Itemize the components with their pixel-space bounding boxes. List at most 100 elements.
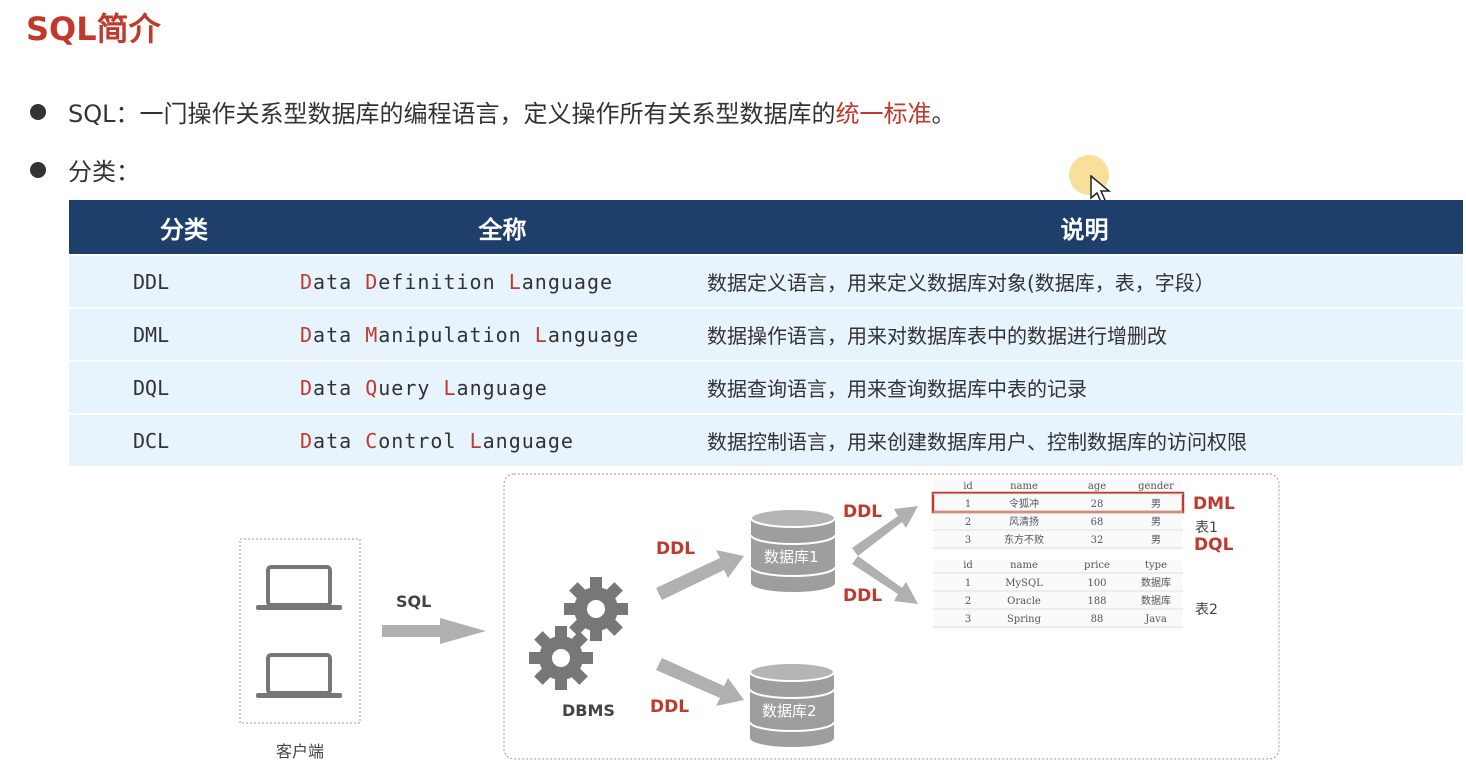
- bullet-classification: 分类：: [30, 152, 140, 187]
- sample-table-header: price: [1084, 560, 1110, 571]
- sample-table-cell: 风清扬: [1009, 515, 1039, 528]
- sample-table-cell: 数据库: [1141, 594, 1171, 607]
- laptop-icon: [256, 653, 342, 698]
- bullet-text: SQL：一门操作关系型数据库的编程语言，定义操作所有关系型数据库的: [68, 100, 836, 128]
- cell-description: 数据查询语言，用来查询数据库中表的记录: [706, 360, 1463, 414]
- sample-table-cell: Java: [1144, 614, 1167, 625]
- sample-table-header: age: [1088, 481, 1106, 492]
- full-name-initial: D: [300, 428, 314, 453]
- cell-abbreviation: DCL: [69, 413, 299, 466]
- table1-bg: [933, 480, 1183, 550]
- sample-table-cell: 令狐冲: [1009, 497, 1039, 510]
- ddl-label-db1: DDL: [656, 539, 696, 559]
- cell-full-name: Data Definition Language: [299, 254, 706, 308]
- bullet-text-end: 。: [931, 100, 956, 128]
- sample-table-cell: 东方不败: [1004, 533, 1044, 546]
- table1-label: 表1: [1195, 520, 1218, 536]
- gear-icon: [564, 577, 628, 641]
- sample-table-cell: 男: [1151, 498, 1161, 510]
- client-box: [239, 538, 361, 724]
- bullet-dot-icon: [30, 161, 46, 178]
- sample-table-cell: 88: [1091, 614, 1104, 625]
- sql-architecture-diagram: id name age gender 1 令狐冲 28 男 2 风清扬 68 男 3 东方不败 32 男 id n…: [239, 473, 1280, 760]
- table2-bg: [933, 560, 1183, 630]
- full-name-initial: L: [469, 428, 483, 453]
- full-name-rest: anipulation: [378, 322, 522, 347]
- full-name-initial: L: [443, 375, 457, 400]
- cell-description: 数据操作语言，用来对数据库表中的数据进行增删改: [706, 307, 1463, 361]
- cell-description: 数据控制语言，用来创建数据库用户、控制数据库的访问权限: [706, 413, 1463, 466]
- full-name-rest: ata: [313, 269, 353, 294]
- sample-table-header: gender: [1138, 481, 1174, 492]
- cell-description: 数据定义语言，用来定义数据库对象(数据库，表，字段）: [706, 254, 1463, 308]
- full-name-initial: D: [300, 322, 314, 347]
- bullet-highlight: 统一标准: [835, 100, 932, 128]
- sql-arrow-icon: [382, 618, 486, 644]
- bullet-text: 分类：: [68, 158, 140, 186]
- sample-table-header: name: [1010, 560, 1038, 571]
- bullet-sql-definition: SQL：一门操作关系型数据库的编程语言，定义操作所有关系型数据库的统一标准。: [30, 94, 956, 129]
- ddl-label-table2: DDL: [843, 586, 883, 606]
- sample-table-cell: 1: [965, 499, 971, 510]
- sample-table-cell: 32: [1091, 535, 1104, 546]
- sample-table-cell: MySQL: [1005, 578, 1043, 589]
- sample-table-header: name: [1010, 481, 1038, 492]
- sql-arrow-label: SQL: [396, 592, 432, 611]
- full-name-initial: Q: [365, 375, 379, 400]
- sample-table-cell: 68: [1091, 517, 1104, 528]
- full-name-rest: ata: [313, 428, 353, 453]
- full-name-rest: anguage: [456, 375, 548, 400]
- sample-table-cell: 100: [1087, 578, 1106, 589]
- full-name-initial: M: [365, 322, 379, 347]
- arrow-to-db1-icon: [656, 550, 744, 600]
- column-header: 全称: [299, 200, 706, 255]
- dql-label: DQL: [1194, 535, 1234, 555]
- full-name-rest: efinition: [378, 269, 496, 294]
- sample-table-cell: 188: [1087, 596, 1106, 607]
- sample-table-header: id: [963, 560, 973, 571]
- cell-full-name: Data Control Language: [299, 413, 706, 466]
- full-name-initial: L: [534, 322, 548, 347]
- full-name-rest: ata: [313, 322, 353, 347]
- database-1-label: 数据库1: [764, 548, 819, 566]
- database-2-icon: [749, 662, 835, 747]
- arrow-to-db2-icon: [656, 658, 744, 706]
- full-name-rest: anguage: [482, 428, 574, 453]
- sample-table-cell: Spring: [1007, 614, 1042, 625]
- full-name-initial: D: [300, 375, 314, 400]
- sample-table-cell: 1: [965, 578, 971, 589]
- arrow-to-table1-icon: [852, 506, 918, 556]
- cell-abbreviation: DML: [69, 307, 299, 361]
- client-label: 客户端: [276, 742, 325, 761]
- database-2-label: 数据库2: [762, 702, 817, 720]
- sample-table-cell: 男: [1151, 534, 1161, 546]
- ddl-label-db2: DDL: [650, 697, 690, 717]
- sample-table-cell: 数据库: [1141, 576, 1171, 589]
- full-name-rest: ata: [313, 375, 353, 400]
- dbms-label: DBMS: [562, 701, 615, 720]
- database-1-icon: [750, 508, 836, 592]
- full-name-initial: L: [508, 269, 522, 294]
- sample-table-cell: 28: [1091, 499, 1104, 510]
- cell-abbreviation: DDL: [69, 254, 299, 308]
- bullet-dot-icon: [30, 103, 46, 120]
- cell-full-name: Data Manipulation Language: [299, 307, 706, 361]
- full-name-rest: anguage: [521, 269, 614, 294]
- sample-table-cell: 2: [965, 596, 971, 607]
- cell-full-name: Data Query Language: [299, 360, 706, 414]
- dml-label: DML: [1193, 494, 1235, 514]
- column-header: 说明: [706, 200, 1463, 255]
- sample-table-header: id: [963, 481, 973, 492]
- sample-table-cell: 男: [1151, 516, 1161, 528]
- full-name-rest: uery: [378, 375, 431, 400]
- dbms-box: [503, 473, 1280, 760]
- full-name-initial: C: [365, 428, 379, 453]
- table-header-row: 分类 全称 说明: [69, 200, 1463, 255]
- full-name-rest: anguage: [547, 322, 640, 347]
- sample-table-cell: 3: [965, 614, 971, 625]
